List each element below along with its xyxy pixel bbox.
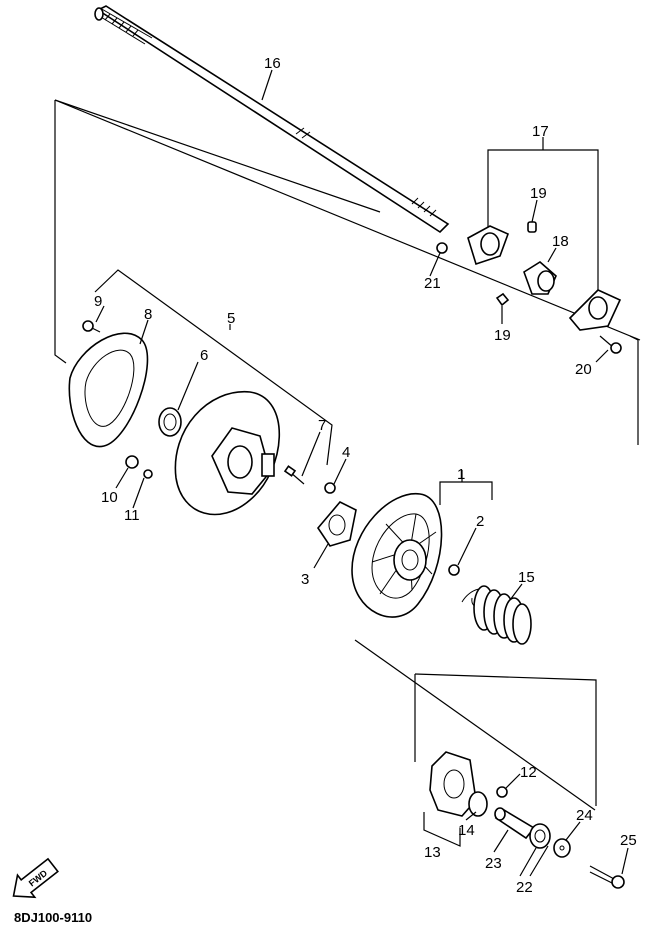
part-label-19-top: 19 xyxy=(530,185,547,202)
part-label-4: 4 xyxy=(342,444,350,461)
part-label-18: 18 xyxy=(552,233,569,250)
part-label-2: 2 xyxy=(476,513,484,530)
part-label-14: 14 xyxy=(458,822,475,839)
part-label-19-bottom: 19 xyxy=(494,327,511,344)
bushing-part-22 xyxy=(529,823,551,849)
nut-part-12 xyxy=(496,786,508,798)
shaft-part xyxy=(94,5,450,234)
cover-plate-part xyxy=(68,332,149,448)
leader-lines xyxy=(95,69,629,877)
screw-part-9 xyxy=(82,320,101,333)
washer-part-11 xyxy=(143,469,153,479)
part-label-13: 13 xyxy=(424,844,441,861)
part-label-20: 20 xyxy=(575,361,592,378)
washer-part-24 xyxy=(553,838,571,858)
part-label-6: 6 xyxy=(200,347,208,364)
part-label-11: 11 xyxy=(124,507,140,524)
part-label-16: 16 xyxy=(264,55,281,72)
part-label-1: 1 xyxy=(457,466,465,483)
fixed-sheave-part xyxy=(174,391,281,516)
part-label-22: 22 xyxy=(516,879,533,896)
movable-sheave-part xyxy=(351,470,493,618)
part-label-15: 15 xyxy=(518,569,535,586)
part-label-10: 10 xyxy=(101,489,118,506)
part-label-17: 17 xyxy=(532,123,549,140)
pin-part-7 xyxy=(283,465,305,485)
part-label-8: 8 xyxy=(144,306,152,323)
bolt-part-25 xyxy=(589,865,625,889)
part-label-3: 3 xyxy=(301,571,309,588)
diagram-code: 8DJ100-9110 xyxy=(14,910,92,925)
part-label-5: 5 xyxy=(227,310,235,327)
bushing-part-6 xyxy=(158,407,182,437)
spring-part xyxy=(461,585,532,645)
collar-part xyxy=(494,807,536,840)
pulley-frame-lines xyxy=(94,269,333,466)
part-label-9: 9 xyxy=(94,293,102,310)
bearing-housing-group xyxy=(436,137,622,354)
part-label-7: 7 xyxy=(318,417,326,434)
assembly-frame-lines xyxy=(54,99,641,445)
gasket-part-3 xyxy=(317,501,357,547)
bolt-part-4 xyxy=(324,482,336,494)
part-label-24: 24 xyxy=(576,807,593,824)
cam-frame-lines xyxy=(354,639,597,811)
slider-part xyxy=(468,791,488,817)
part-label-21: 21 xyxy=(424,275,441,292)
part-label-25: 25 xyxy=(620,832,637,849)
part-label-23: 23 xyxy=(485,855,502,872)
forward-arrow-icon: FWD xyxy=(12,857,59,899)
part-label-12: 12 xyxy=(520,764,537,781)
bolt-part-10 xyxy=(125,455,139,469)
